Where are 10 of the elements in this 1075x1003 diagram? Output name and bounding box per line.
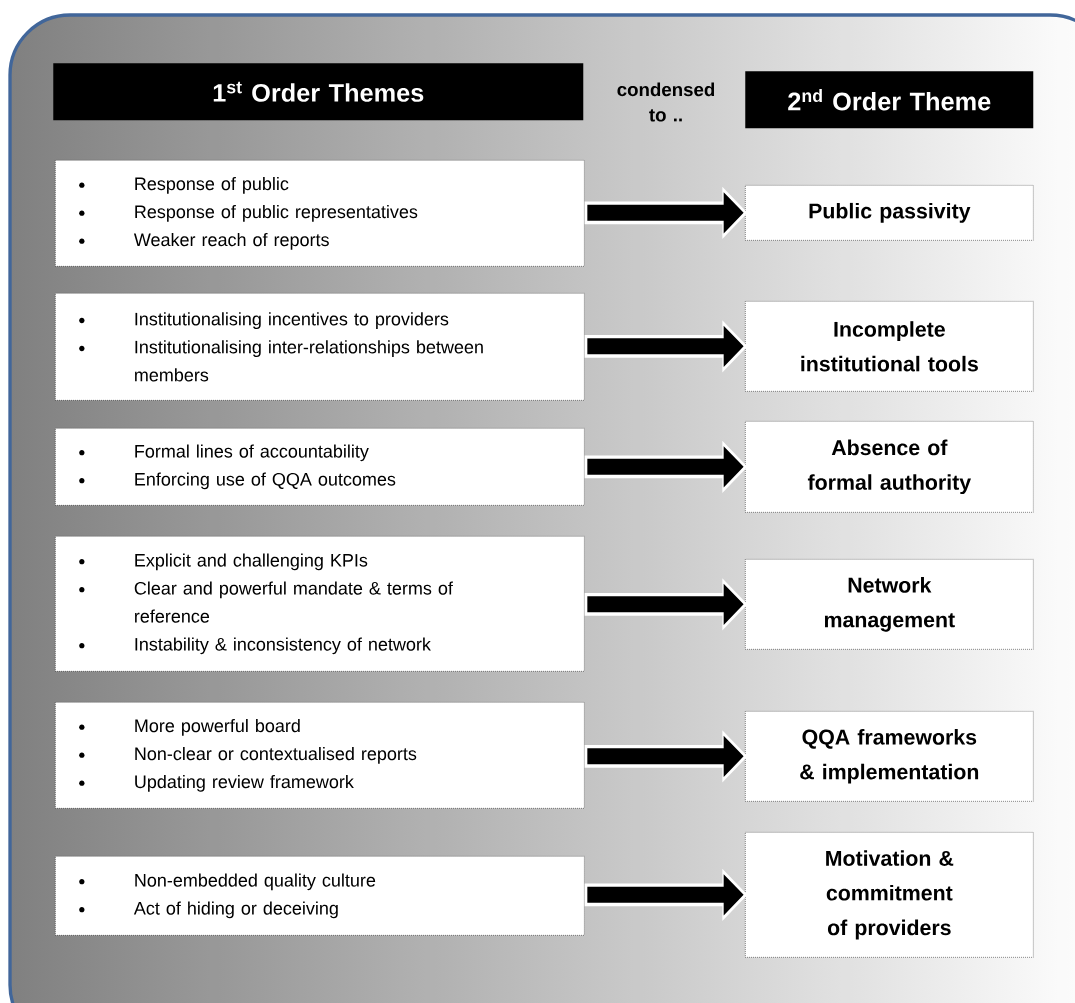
theme-list-box: Explicit and challenging KPIs Clear and powerful mandate & terms of reference Instability & inconsistency of network bbox=[55, 536, 585, 672]
theme-list-box: Non-embedded quality culture Act of hiding or deceiving bbox=[55, 856, 585, 936]
theme-list-box: Response of public Response of public representatives Weaker reach of reports bbox=[55, 160, 585, 267]
column-label: condensed to .. bbox=[617, 82, 715, 122]
theme-box: Motivation & commitment of providers bbox=[745, 832, 1034, 958]
theme-list-box: More powerful board Non-clear or contextualised reports Updating review framework bbox=[55, 702, 585, 809]
column-header: 2$^{nd}$ Order Theme bbox=[745, 71, 1034, 129]
theme-list-box: Formal lines of accountability Enforcing use of QQA outcomes bbox=[55, 428, 585, 506]
theme-list-box: Institutionalising incentives to providers Institutionalising inter-relationships between members bbox=[55, 293, 585, 401]
column-header: 1$^{st}$ Order Themes bbox=[53, 63, 584, 121]
